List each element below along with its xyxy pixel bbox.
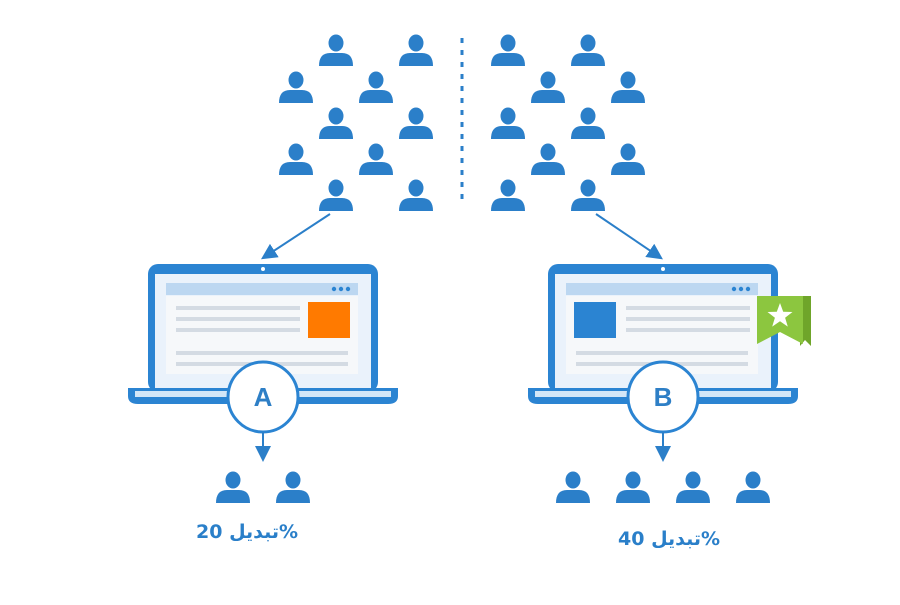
text-line [626, 306, 750, 310]
user-icon [571, 179, 605, 211]
arrow-to-variant-b [595, 213, 663, 260]
browser-dot [331, 286, 337, 292]
browser-dot [345, 286, 351, 292]
laptop-camera [261, 267, 265, 271]
content-block [574, 302, 616, 338]
user-icon [611, 71, 645, 103]
user-icon [319, 179, 353, 211]
user-icon [279, 143, 313, 175]
arrow-to-variant-a [260, 213, 331, 260]
laptop-variant-a: A [128, 264, 398, 462]
text-line [176, 317, 300, 321]
user-icon [491, 107, 525, 139]
browser-dot [338, 286, 344, 292]
laptop-variant-b: B [528, 264, 811, 462]
browser-toolbar [166, 283, 358, 295]
user-icon [616, 471, 650, 503]
user-icon [359, 71, 393, 103]
user-icon [571, 107, 605, 139]
browser-dot [731, 286, 737, 292]
text-line [626, 328, 750, 332]
user-icon [399, 107, 433, 139]
user-icon [531, 71, 565, 103]
star-bookmark-icon [757, 296, 811, 346]
conversion-label-a: تبديل 20% [196, 521, 299, 543]
user-icon [491, 34, 525, 66]
user-icon [276, 471, 310, 503]
user-icon [531, 143, 565, 175]
user-icon [399, 179, 433, 211]
conversion-label-b: تبديل 40% [618, 528, 721, 550]
visitor-crowds [279, 34, 645, 211]
user-icon [216, 471, 250, 503]
user-icon [571, 34, 605, 66]
user-icon [611, 143, 645, 175]
text-line [626, 317, 750, 321]
browser-dot [738, 286, 744, 292]
variant-letter-b: B [654, 382, 673, 412]
text-line [576, 351, 748, 355]
user-icon [319, 34, 353, 66]
user-icon [491, 179, 525, 211]
user-icon [556, 471, 590, 503]
browser-toolbar [566, 283, 758, 295]
user-icon [279, 71, 313, 103]
content-block [308, 302, 350, 338]
text-line [176, 306, 300, 310]
converted-users [216, 471, 770, 503]
user-icon [359, 143, 393, 175]
laptop-camera [661, 267, 665, 271]
user-icon [399, 34, 433, 66]
text-line [176, 328, 300, 332]
browser-dot [745, 286, 751, 292]
variant-letter-a: A [254, 382, 273, 412]
text-line [176, 351, 348, 355]
user-icon [736, 471, 770, 503]
user-icon [319, 107, 353, 139]
user-icon [676, 471, 710, 503]
